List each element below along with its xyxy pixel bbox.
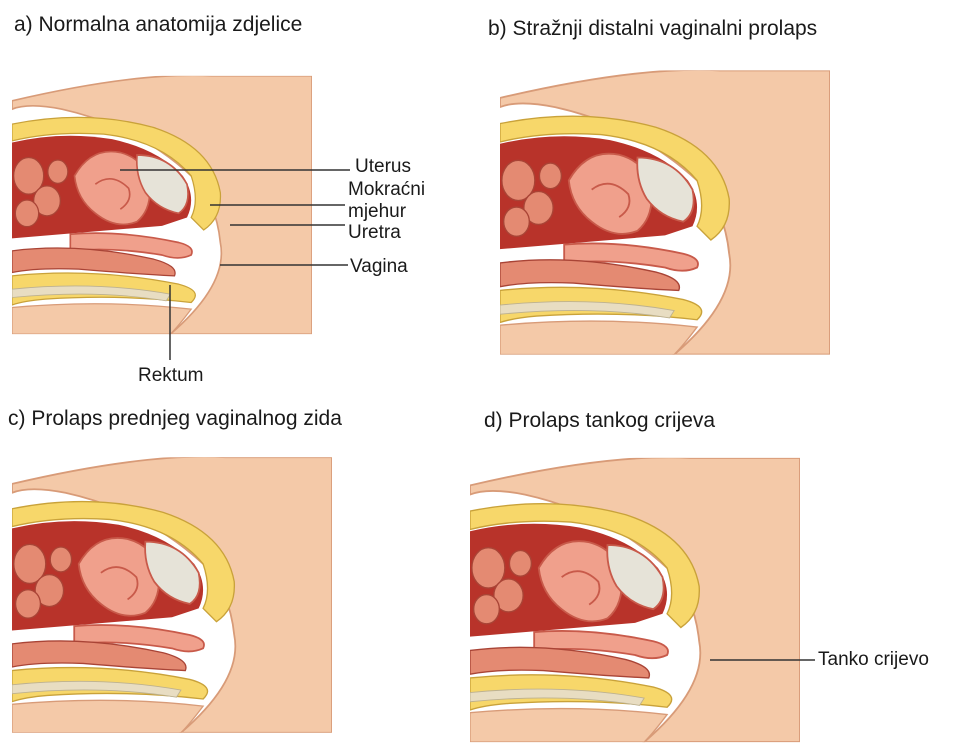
vagina-label: Vagina xyxy=(350,257,408,277)
bladder-label-line1: Mokraćni xyxy=(348,180,425,200)
urethra-label: Uretra xyxy=(348,223,401,243)
panel-b-title: b) Stražnji distalni vaginalni prolaps xyxy=(488,14,817,44)
uterus-label: Uterus xyxy=(355,157,411,177)
bladder-label-line2: mjehur xyxy=(348,202,406,222)
panel-d-title: d) Prolaps tankog crijeva xyxy=(484,406,715,436)
panel-a-title: a) Normalna anatomija zdjelice xyxy=(14,10,302,40)
panel-c-title: c) Prolaps prednjeg vaginalnog zida xyxy=(8,404,368,434)
panel-b-illustration xyxy=(500,60,830,365)
small-intestine-label: Tanko crijevo xyxy=(818,650,929,670)
panel-a-illustration xyxy=(12,55,312,355)
panel-c-illustration xyxy=(12,445,332,745)
rectum-label: Rektum xyxy=(138,366,203,386)
panel-d-illustration xyxy=(470,450,800,750)
